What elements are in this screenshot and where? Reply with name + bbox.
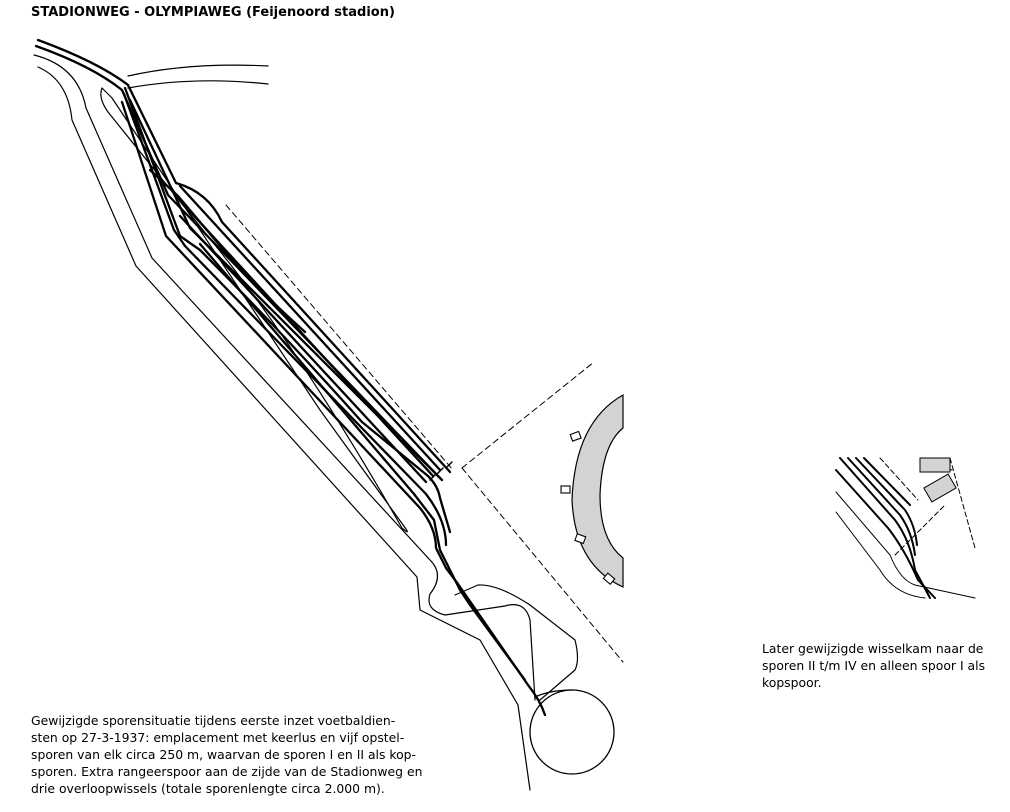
caption-line: sporen. Extra rangeerspoor aan de zijde … [31,764,423,779]
stadium [560,393,624,588]
main-caption: Gewijzigde sporensituatie tijdens eerste… [31,712,431,797]
caption-line: sporen II t/m IV en alleen spoor I als [762,658,986,673]
inset-caption: Later gewijzigde wisselkam naar de spore… [762,640,997,691]
inset-tracks [835,457,936,599]
storage-tracks [178,184,442,484]
main-tracks [34,38,547,717]
dashed-boundary [225,204,624,663]
turning-loop [529,689,615,775]
caption-line: sten op 27-3-1937: emplacement met keerl… [31,730,405,745]
inset-stadium [919,457,957,503]
caption-line: drie overloopwissels (totale sporenlengt… [31,781,385,796]
main-track-map [33,38,624,791]
caption-line: Later gewijzigde wisselkam naar de [762,641,984,656]
inset-dashed-boundary [879,457,976,556]
loop-connection [534,689,573,698]
caption-line: kopspoor. [762,675,822,690]
inset-track-map [835,457,976,599]
diagram-title: STADIONWEG - OLYMPIAWEG (Feijenoord stad… [31,5,395,20]
road-outline [33,54,579,791]
caption-line: sporen van elk circa 250 m, waarvan de s… [31,747,417,762]
inset-road [835,491,976,599]
caption-line: Gewijzigde sporensituatie tijdens eerste… [31,713,396,728]
